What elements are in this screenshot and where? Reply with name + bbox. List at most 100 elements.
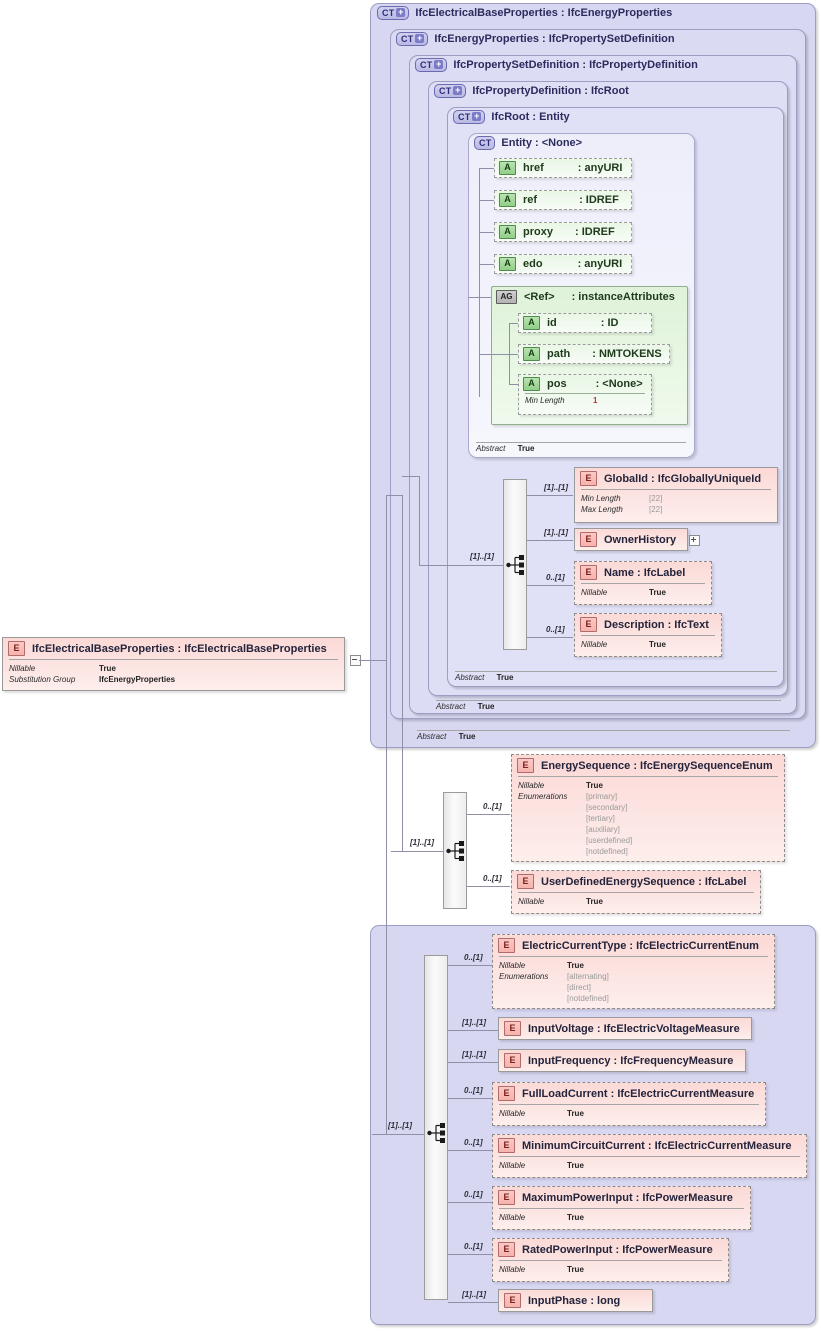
complextype-plus-icon[interactable]: CT+	[415, 58, 448, 72]
attribute-icon: A	[499, 225, 516, 239]
facet-row: [notdefined]	[499, 993, 768, 1004]
element-ownerhistory-head: E OwnerHistory	[575, 529, 687, 550]
element-title: InputFrequency : IfcFrequencyMeasure	[528, 1054, 734, 1067]
facet-value: [alternating]	[567, 972, 609, 981]
element-description[interactable]: E Description : IfcText Nillable True	[574, 613, 722, 657]
entity-abstract-rule	[476, 442, 686, 443]
abstract-key: Abstract	[436, 702, 466, 711]
attribute-edo[interactable]: A edo: anyURI	[494, 254, 632, 274]
attribute-ref[interactable]: A ref: IDREF	[494, 190, 632, 210]
connector-horiz-attr-href	[479, 168, 494, 169]
facet-key	[518, 846, 586, 857]
attribute-pos[interactable]: A pos: <None> Min Length 1	[518, 374, 652, 415]
facet-key: Substitution Group	[9, 675, 76, 684]
element-inputphase[interactable]: E InputPhase : long	[498, 1289, 653, 1312]
attribute-ref-head: A ref: IDREF	[495, 191, 631, 209]
connector-branch-level3	[419, 565, 447, 566]
element-icon: E	[498, 1138, 515, 1153]
element-icon: E	[8, 641, 25, 656]
element-fullloadcurrent[interactable]: E FullLoadCurrent : IfcElectricCurrentMe…	[492, 1082, 766, 1126]
element-globalid[interactable]: E GlobalId : IfcGloballyUniqueId Min Len…	[574, 467, 778, 523]
element-icon: E	[580, 565, 597, 580]
connector-horiz-attr-ref	[479, 200, 494, 201]
element-description-head: E Description : IfcText	[575, 614, 721, 635]
abstract-key: Abstract	[476, 444, 506, 453]
complextype-header-ifcelectricalbaseproperties[interactable]: CT+ IfcElectricalBaseProperties : IfcEne…	[377, 6, 672, 20]
connector-entity-inbound	[468, 297, 480, 298]
attribute-path-head: A path: NMTOKENS	[519, 345, 669, 363]
complextype-plus-icon[interactable]: CT+	[434, 84, 467, 98]
element-inputfrequency[interactable]: E InputFrequency : IfcFrequencyMeasure	[498, 1049, 746, 1072]
element-energysequence-head: E EnergySequence : IfcEnergySequenceEnum	[512, 755, 784, 776]
attribute-id[interactable]: A id: ID	[518, 313, 652, 333]
cardinality-fullloadcurrent: 0..[1]	[464, 1086, 483, 1095]
connector-inputvoltage	[448, 1030, 498, 1031]
element-ratedpowerinput[interactable]: E RatedPowerInput : IfcPowerMeasure Nill…	[492, 1238, 729, 1282]
attribute-id-head: A id: ID	[519, 314, 651, 332]
facet-value: [primary]	[586, 792, 618, 801]
element-inputvoltage[interactable]: E InputVoltage : IfcElectricVoltageMeasu…	[498, 1017, 752, 1040]
element-userdefinedenergysequence-head: E UserDefinedEnergySequence : IfcLabel	[512, 871, 760, 892]
connector-seq-electrical-inbound	[372, 1134, 424, 1135]
complextype-title: IfcPropertyDefinition : IfcRoot	[472, 85, 629, 97]
complextype-plus-icon[interactable]: CT+	[453, 110, 486, 124]
facet-key: Nillable	[581, 588, 608, 597]
facet-key	[518, 835, 586, 846]
complextype-plus-icon[interactable]: CT+	[377, 6, 410, 20]
element-title: ElectricCurrentType : IfcElectricCurrent…	[522, 939, 759, 952]
facet-value: 1	[593, 396, 598, 405]
connector-horiz-attr-path	[509, 354, 519, 355]
sequence-tree-svg	[506, 555, 524, 575]
complextype-header-entity[interactable]: CT Entity : <None>	[474, 136, 582, 150]
element-maximumpowerinput[interactable]: E MaximumPowerInput : IfcPowerMeasure Ni…	[492, 1186, 751, 1230]
element-ownerhistory[interactable]: E OwnerHistory	[574, 528, 688, 551]
complextype-header-ifcpropertysetdefinition[interactable]: CT+ IfcPropertySetDefinition : IfcProper…	[415, 58, 698, 72]
element-electriccurrenttype[interactable]: E ElectricCurrentType : IfcElectricCurre…	[492, 934, 775, 1009]
facet-key: Enumerations	[518, 792, 568, 801]
cardinality-userdefinedenergysequence: 0..[1]	[483, 874, 502, 883]
element-icon: E	[580, 471, 597, 486]
cardinality-electriccurrenttype: 0..[1]	[464, 953, 483, 962]
element-icon: E	[504, 1053, 521, 1068]
expand-ownerhistory-icon[interactable]	[689, 535, 700, 546]
element-globalid-head: E GlobalId : IfcGloballyUniqueId	[575, 468, 777, 489]
complextype-icon[interactable]: CT	[474, 136, 496, 150]
cardinality-ratedpowerinput: 0..[1]	[464, 1242, 483, 1251]
root-element-ifcelectricalbaseproperties[interactable]: E IfcElectricalBaseProperties : IfcElect…	[2, 637, 345, 691]
entity-abstract-footer: Abstract True	[476, 444, 534, 453]
facet-value: True	[586, 781, 603, 790]
complextype-plus-icon[interactable]: CT+	[396, 32, 429, 46]
complextype-title: IfcPropertySetDefinition : IfcPropertyDe…	[453, 59, 698, 71]
ifcroot-abstract-rule	[455, 671, 777, 672]
facet-row: [direct]	[499, 982, 768, 993]
attributegroup-icon: AG	[496, 290, 517, 304]
element-energysequence[interactable]: E EnergySequence : IfcEnergySequenceEnum…	[511, 754, 785, 862]
element-icon: E	[504, 1293, 521, 1308]
attribute-path[interactable]: A path: NMTOKENS	[518, 344, 670, 364]
complextype-header-ifcenergyproperties[interactable]: CT+ IfcEnergyProperties : IfcPropertySet…	[396, 32, 675, 46]
complextype-title: IfcRoot : Entity	[491, 111, 570, 123]
facet-value: True	[567, 1161, 584, 1170]
facet-row: Nillable True	[518, 896, 754, 907]
element-minimumcircuitcurrent-head: E MinimumCircuitCurrent : IfcElectricCur…	[493, 1135, 806, 1156]
facet-key	[499, 982, 567, 993]
attribute-proxy[interactable]: A proxy: IDREF	[494, 222, 632, 242]
connector-vertical-entity-attrs	[479, 168, 480, 397]
cardinality-maximumpowerinput: 0..[1]	[464, 1190, 483, 1199]
attribute-href[interactable]: A href: anyURI	[494, 158, 632, 178]
element-name[interactable]: E Name : IfcLabel Nillable True	[574, 561, 712, 605]
facet-value: [tertiary]	[586, 814, 615, 823]
connector-branch-level2-v	[419, 476, 420, 565]
complextype-header-ifcpropertydefinition[interactable]: CT+ IfcPropertyDefinition : IfcRoot	[434, 84, 629, 98]
facet-key: Nillable	[499, 1213, 526, 1222]
element-userdefinedenergysequence[interactable]: E UserDefinedEnergySequence : IfcLabel N…	[511, 870, 761, 914]
facet-key: Nillable	[499, 1109, 526, 1118]
connector-electriccurrenttype	[448, 965, 492, 966]
element-maximumpowerinput-head: E MaximumPowerInput : IfcPowerMeasure	[493, 1187, 750, 1208]
complextype-header-ifcroot[interactable]: CT+ IfcRoot : Entity	[453, 110, 570, 124]
cardinality-ownerhistory: [1]..[1]	[544, 528, 568, 537]
element-minimumcircuitcurrent[interactable]: E MinimumCircuitCurrent : IfcElectricCur…	[492, 1134, 807, 1178]
